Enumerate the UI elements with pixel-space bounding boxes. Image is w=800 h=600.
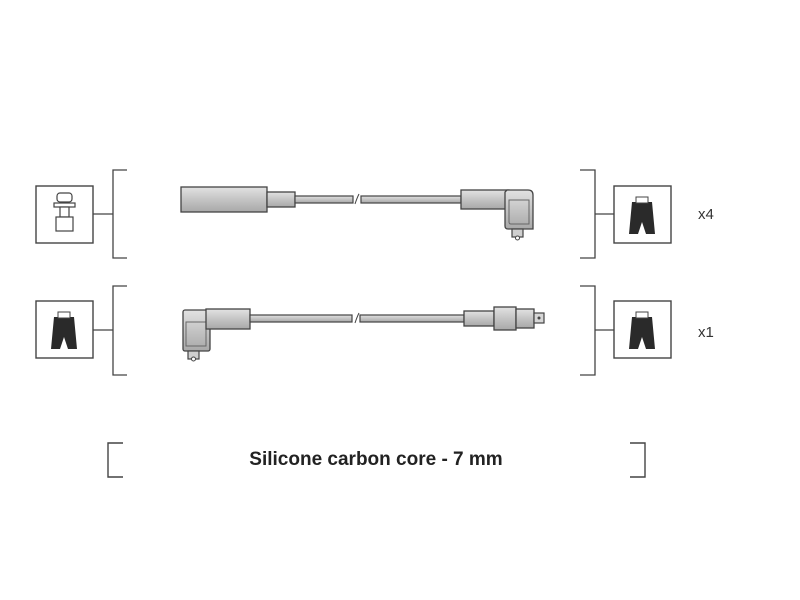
coil-boot-connector-icon — [613, 300, 672, 359]
left-bracket — [93, 169, 127, 259]
right-bracket — [580, 285, 614, 376]
left-bracket — [93, 285, 127, 376]
cable-spec-caption: Silicone carbon core - 7 mm — [249, 449, 503, 470]
spark-plug-connector-icon — [35, 185, 94, 244]
row-2 — [35, 285, 672, 376]
caption-bracket-right — [630, 442, 646, 478]
coil-boot-connector-icon — [35, 300, 94, 359]
quantity-label-row-1: x4 — [698, 206, 714, 223]
quantity-label-row-2: x1 — [698, 324, 714, 341]
caption-bracket-left — [107, 442, 123, 478]
ignition-cable — [182, 306, 545, 362]
right-bracket — [580, 169, 614, 259]
coil-boot-connector-icon — [613, 185, 672, 244]
ignition-cable — [180, 186, 534, 241]
row-1 — [35, 169, 672, 259]
